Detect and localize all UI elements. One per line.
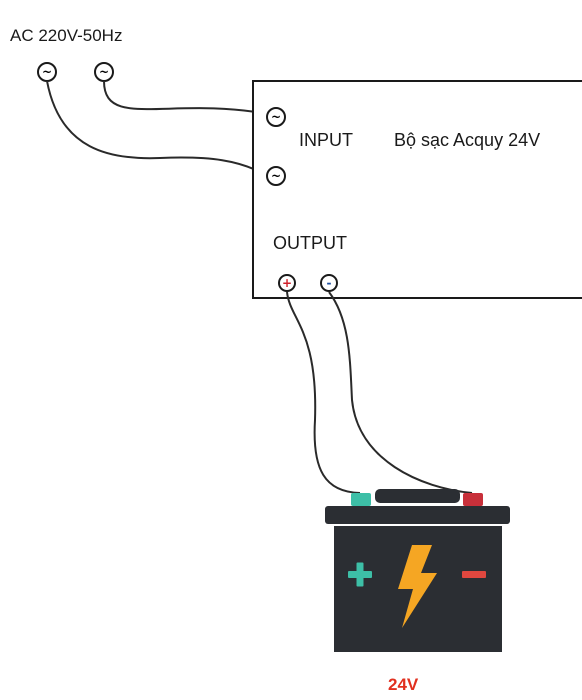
charger-input-terminal-2: ~ (266, 166, 286, 186)
negative-wire (328, 291, 473, 494)
charger-input-terminal-1-symbol: ~ (271, 110, 281, 124)
battery-lid (325, 506, 510, 524)
charger-box (252, 80, 582, 299)
battery-minus-sign (462, 571, 486, 578)
input-wire-2 (46, 80, 269, 177)
charger-title: Bộ sạc Acquy 24V (394, 130, 540, 150)
ac-terminal-1-symbol: ~ (42, 65, 52, 79)
lightning-bolt-icon (398, 545, 437, 628)
battery-voltage-label: 24V (388, 675, 419, 694)
input-label: INPUT (299, 130, 353, 150)
charger-input-terminal-1: ~ (266, 107, 286, 127)
battery (325, 489, 510, 652)
charger-input-terminal-2-symbol: ~ (271, 169, 281, 183)
output-positive-symbol: + (282, 276, 292, 290)
ac-terminal-2: ~ (94, 62, 114, 82)
positive-wire (286, 291, 361, 494)
output-negative-symbol: - (327, 276, 332, 290)
battery-plus-sign (348, 562, 372, 587)
output-positive-terminal: + (278, 274, 296, 292)
output-label: OUTPUT (273, 233, 347, 253)
battery-positive-terminal (351, 493, 371, 506)
ac-terminal-1: ~ (37, 62, 57, 82)
ac-source-label: AC 220V-50Hz (10, 26, 122, 45)
output-negative-terminal: - (320, 274, 338, 292)
battery-negative-terminal (463, 493, 483, 506)
input-wire-1 (103, 80, 269, 115)
battery-top-cap (375, 489, 460, 503)
ac-terminal-2-symbol: ~ (99, 65, 109, 79)
